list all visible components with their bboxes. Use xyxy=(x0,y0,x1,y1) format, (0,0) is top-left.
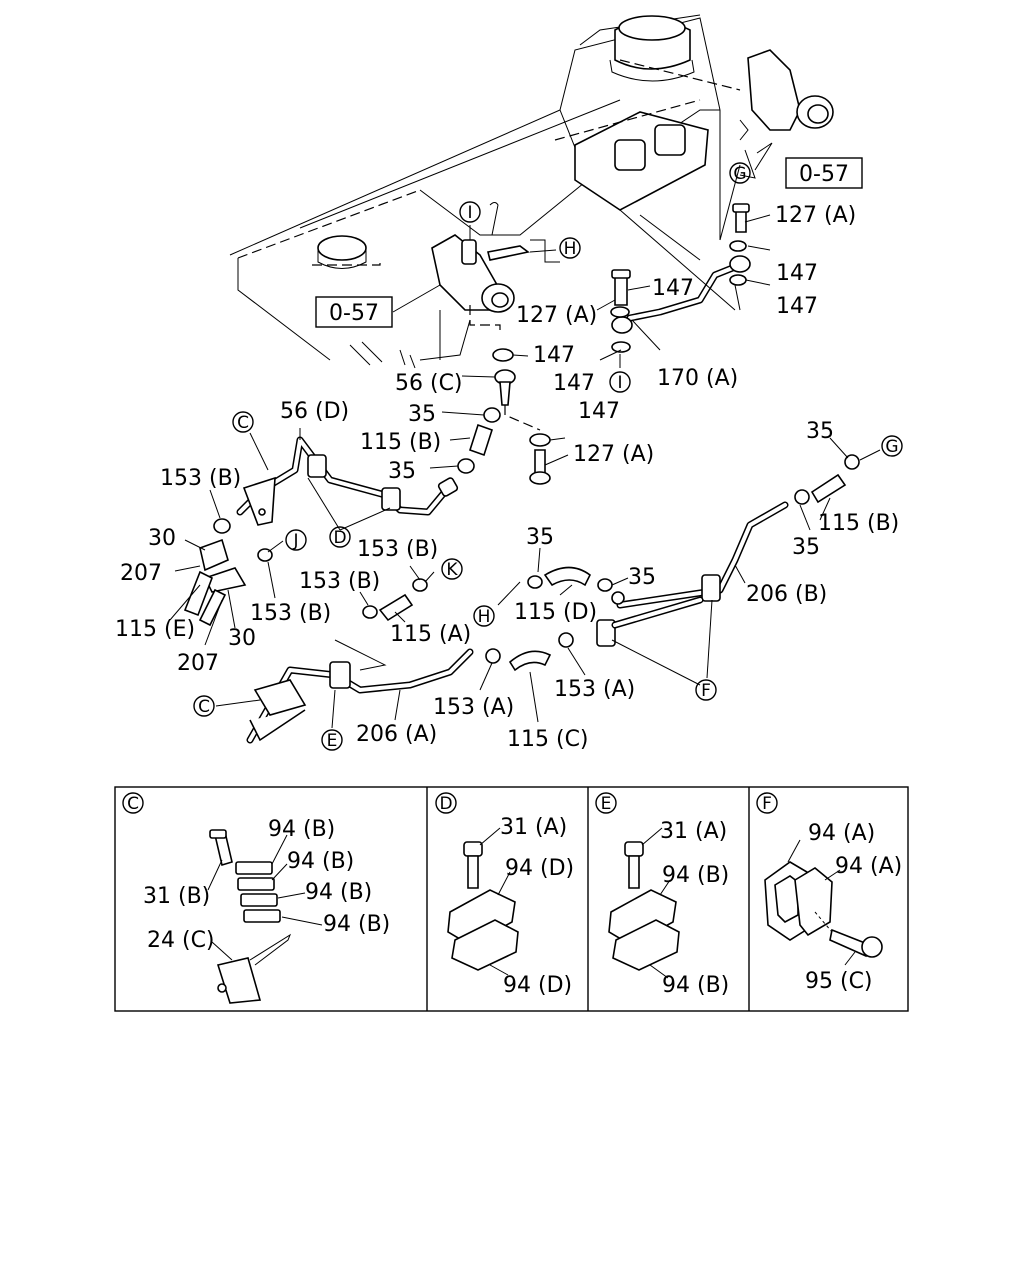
panel-e-label-1: 31 (A) xyxy=(660,819,727,844)
svg-text:G: G xyxy=(885,437,898,457)
panel-d-label-3: 94 (D) xyxy=(503,973,572,998)
label-147-2: 147 xyxy=(652,276,694,301)
panel-e-label-2: 94 (B) xyxy=(662,863,729,888)
label-147-1: 147 xyxy=(776,261,818,286)
ref-box-left: 0-57 xyxy=(315,296,393,328)
label-115c: 115 (C) xyxy=(507,727,589,752)
panel-c-label-2: 94 (B) xyxy=(287,849,354,874)
label-147-5: 147 xyxy=(553,371,595,396)
small-parts xyxy=(183,203,860,672)
callout-c-lower: C xyxy=(193,695,215,717)
label-147-3: 147 xyxy=(776,294,818,319)
label-153a-1: 153 (A) xyxy=(554,677,635,702)
panel-c-label-1: 94 (B) xyxy=(268,817,335,842)
label-206a: 206 (A) xyxy=(356,722,437,747)
coolant-pipe-56d xyxy=(236,436,459,526)
label-35-2: 35 xyxy=(388,459,416,484)
panel-d-label-1: 31 (A) xyxy=(500,815,567,840)
label-115b-1: 115 (B) xyxy=(360,430,441,455)
label-35-4: 35 xyxy=(806,419,834,444)
label-170a: 170 (A) xyxy=(657,366,738,391)
svg-text:C: C xyxy=(237,413,249,433)
label-147-6: 147 xyxy=(578,399,620,424)
svg-text:C: C xyxy=(198,697,210,717)
svg-text:C: C xyxy=(127,794,139,814)
label-153b-1: 153 (B) xyxy=(160,466,241,491)
label-35-5: 35 xyxy=(628,565,656,590)
panel-c-label-6: 24 (C) xyxy=(147,928,215,953)
ref-box-top-right: 0-57 xyxy=(785,157,863,189)
callout-g-top: G xyxy=(729,162,751,184)
label-153b-4: 153 (B) xyxy=(250,601,331,626)
svg-text:H: H xyxy=(478,607,491,627)
svg-text:G: G xyxy=(733,164,746,184)
callout-i-top: I xyxy=(459,201,481,223)
label-35-3: 35 xyxy=(526,525,554,550)
svg-text:E: E xyxy=(601,794,612,814)
ref-box-left-text: 0-57 xyxy=(329,301,379,326)
label-206b: 206 (B) xyxy=(746,582,827,607)
label-115a: 115 (A) xyxy=(390,622,471,647)
svg-text:D: D xyxy=(439,794,452,814)
svg-text:D: D xyxy=(333,528,346,548)
callout-d-clamp: D xyxy=(329,526,351,548)
label-56c: 56 (C) xyxy=(395,371,463,396)
svg-text:F: F xyxy=(701,681,711,701)
callout-j: J xyxy=(285,529,307,551)
coolant-pipe-206a xyxy=(246,648,474,744)
callout-e: E xyxy=(321,729,343,751)
label-30-2: 30 xyxy=(228,626,256,651)
svg-text:J: J xyxy=(292,531,298,551)
panel-d-label-2: 94 (D) xyxy=(505,856,574,881)
leader-lines xyxy=(169,142,881,729)
label-35-1: 35 xyxy=(408,402,436,427)
panel-e-label-3: 94 (B) xyxy=(662,973,729,998)
detail-panel-f: F 94 (A) 94 (A) 95 (C) xyxy=(756,792,902,994)
coolant-pipe-170a xyxy=(611,255,751,334)
svg-text:H: H xyxy=(564,239,577,259)
label-115e: 115 (E) xyxy=(115,617,195,642)
label-207-1: 207 xyxy=(120,561,162,586)
detail-panel-c: C 94 (B) 94 (B) 94 (B) 94 (B) 31 (B) 24 … xyxy=(122,792,390,1004)
svg-text:I: I xyxy=(467,203,472,223)
callout-f: F xyxy=(695,679,717,701)
callout-h-lower: H xyxy=(473,605,495,627)
coolant-pipe-206b xyxy=(596,501,789,647)
label-153a-2: 153 (A) xyxy=(433,695,514,720)
panel-f-label-3: 95 (C) xyxy=(805,969,873,994)
label-153b-2: 153 (B) xyxy=(357,537,438,562)
panel-c-label-4: 94 (B) xyxy=(323,912,390,937)
panel-c-label-3: 94 (B) xyxy=(305,880,372,905)
callout-g-right: G xyxy=(881,435,903,457)
ref-box-top-right-text: 0-57 xyxy=(799,162,849,187)
callout-i-mid: I xyxy=(609,371,631,393)
label-127a-2: 127 (A) xyxy=(516,303,597,328)
label-147-4: 147 xyxy=(533,343,575,368)
callout-k: K xyxy=(441,558,463,580)
svg-text:E: E xyxy=(327,731,338,751)
label-207-2: 207 xyxy=(177,651,219,676)
panel-f-label-2: 94 (A) xyxy=(835,854,902,879)
callout-h-top: H xyxy=(559,237,581,259)
svg-text:I: I xyxy=(617,373,622,393)
panel-c-label-5: 31 (B) xyxy=(143,884,210,909)
detail-panels xyxy=(114,786,909,1012)
panel-f-label-1: 94 (A) xyxy=(808,821,875,846)
label-30-1: 30 xyxy=(148,526,176,551)
label-127a-3: 127 (A) xyxy=(573,442,654,467)
detail-panel-d: D 31 (A) 94 (D) 94 (D) xyxy=(435,792,574,998)
callout-c-upper: C xyxy=(232,411,254,433)
label-115b-2: 115 (B) xyxy=(818,511,899,536)
engine-block-outline xyxy=(229,14,834,369)
label-56d: 56 (D) xyxy=(280,399,349,424)
svg-text:K: K xyxy=(446,560,458,580)
label-127a-1: 127 (A) xyxy=(775,203,856,228)
label-153b-3: 153 (B) xyxy=(299,569,380,594)
label-115d: 115 (D) xyxy=(514,600,597,625)
svg-text:F: F xyxy=(762,794,772,814)
detail-panel-e: E 31 (A) 94 (B) 94 (B) xyxy=(595,792,729,998)
part-labels: 127 (A) 147 147 147 127 (A) 170 (A) 147 … xyxy=(115,203,899,752)
label-35-6: 35 xyxy=(792,535,820,560)
